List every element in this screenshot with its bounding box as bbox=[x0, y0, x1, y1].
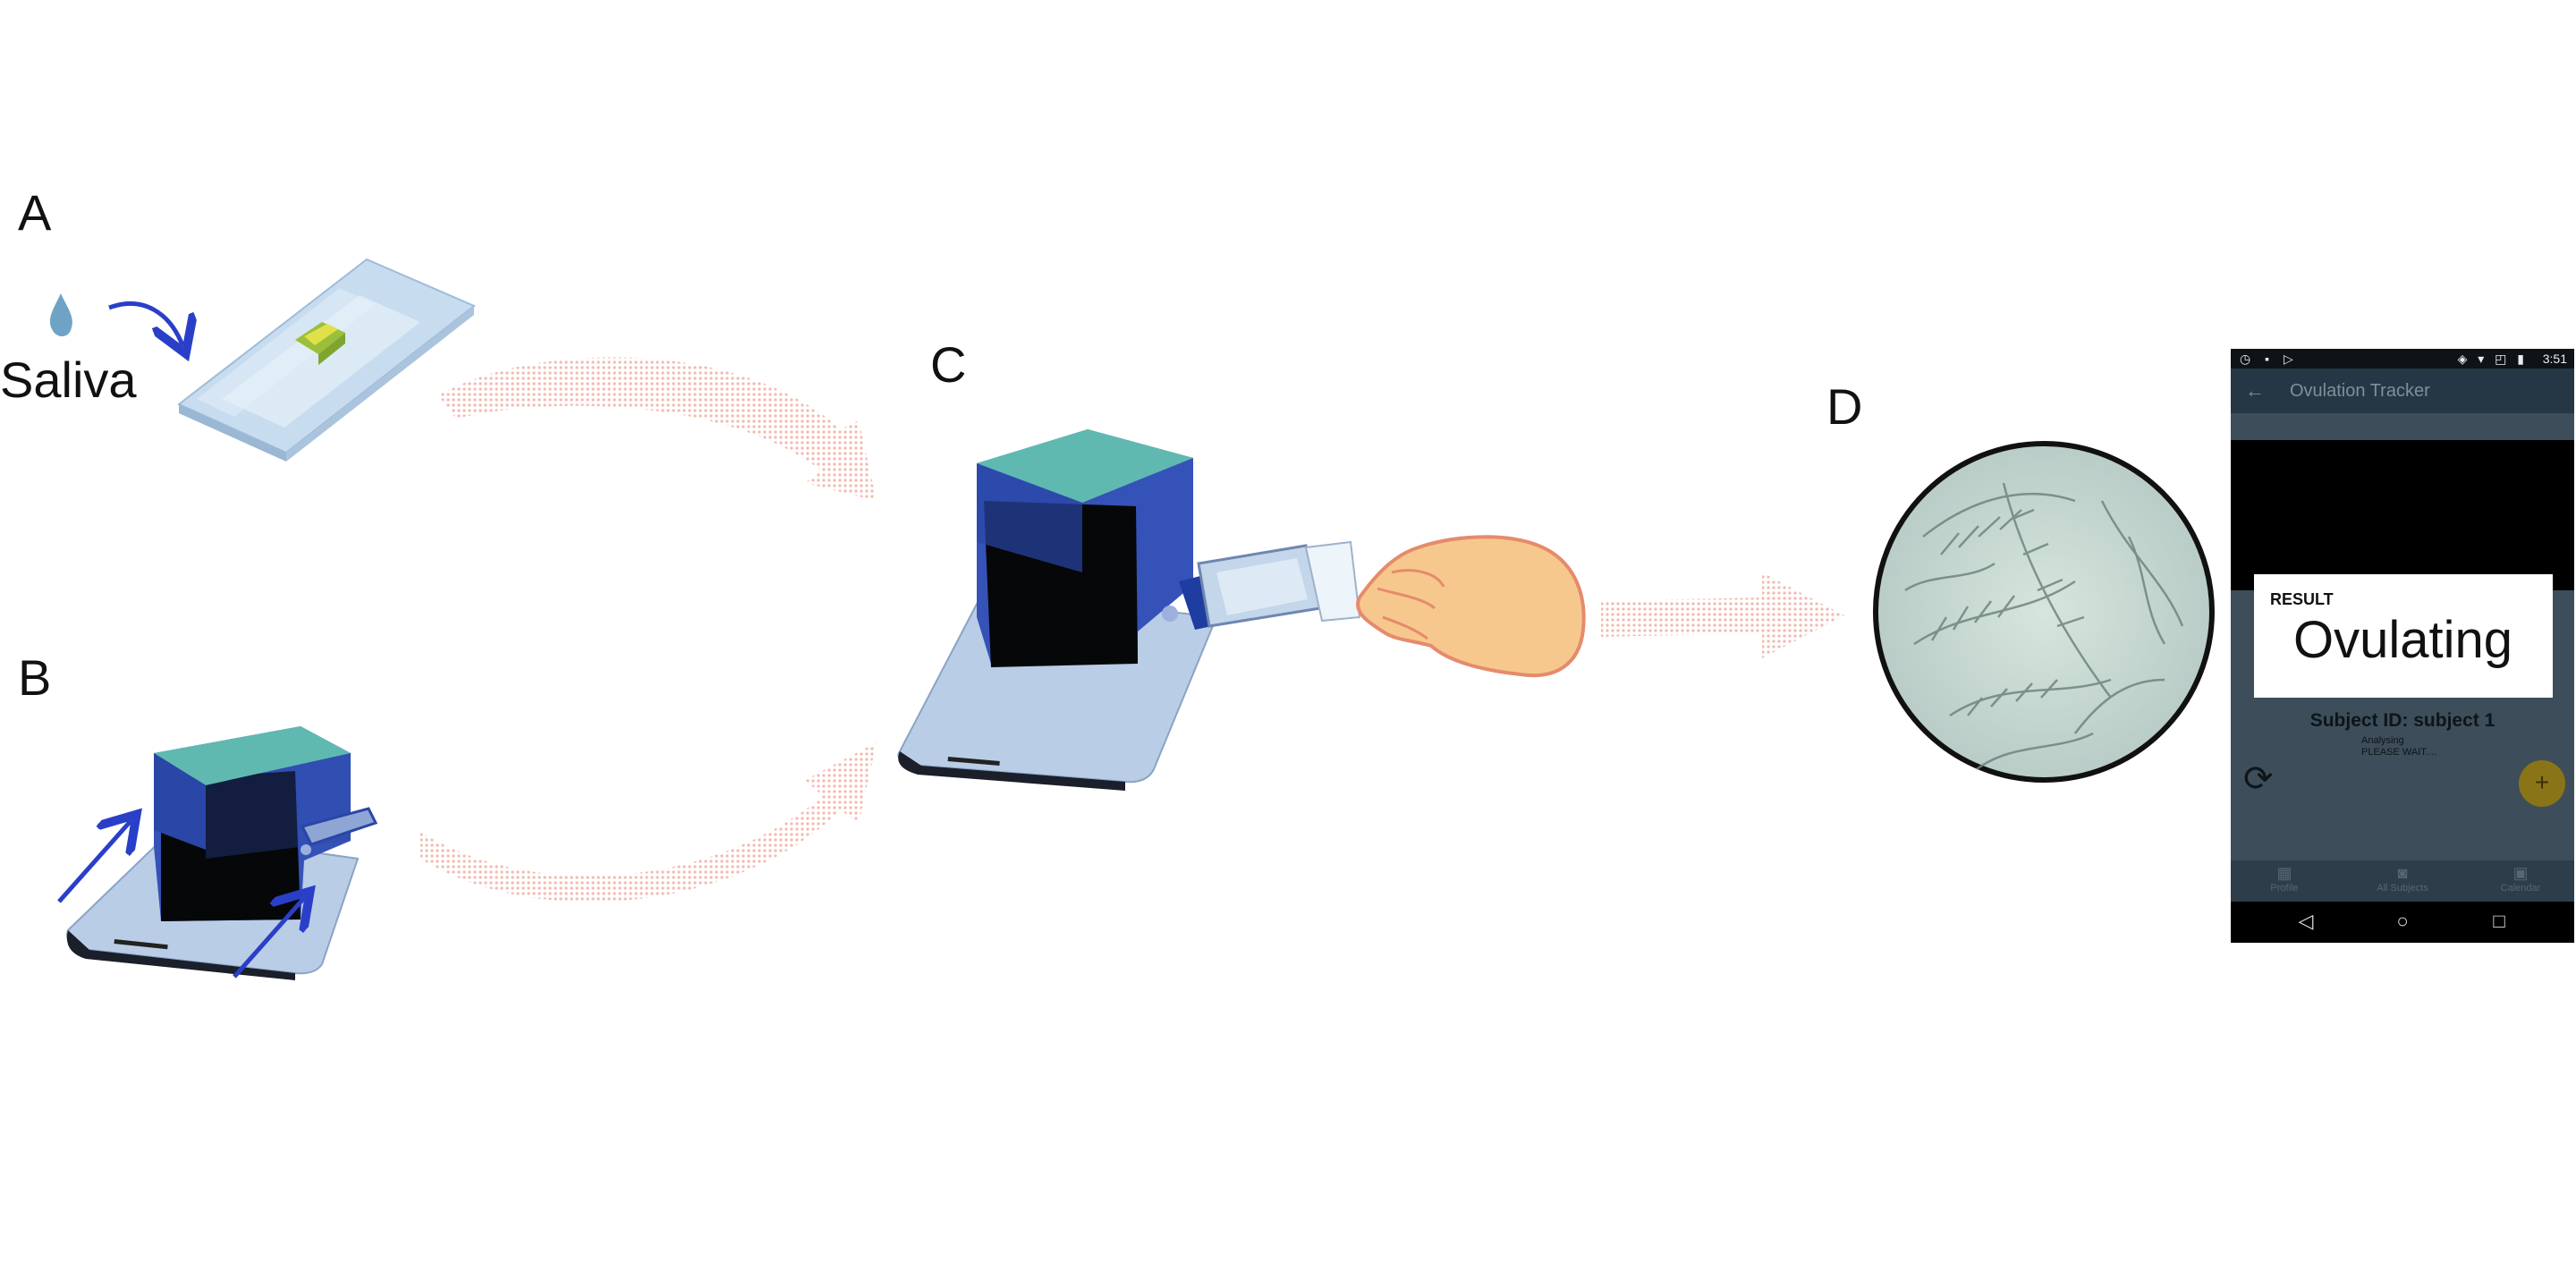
hand-icon bbox=[1356, 535, 1586, 678]
refresh-icon[interactable]: ⟳ bbox=[2243, 759, 2274, 799]
nav-label-profile: Profile bbox=[2270, 883, 2299, 894]
status-bar: ◷ ▪ ▷ ◈ ▾ ◰ ▮ 3:51 bbox=[2231, 349, 2574, 369]
add-fab-button[interactable]: + bbox=[2519, 760, 2565, 807]
subject-id-text: Subject ID: subject 1 bbox=[2309, 710, 2496, 731]
saliva-droplet-icon bbox=[49, 293, 72, 337]
nav-item-subjects[interactable]: ◙ All Subjects bbox=[2367, 864, 2438, 894]
insert-arrow-2 bbox=[233, 898, 304, 979]
result-dialog: RESULT Ovulating bbox=[2254, 574, 2553, 698]
nav-label-subjects: All Subjects bbox=[2377, 883, 2428, 894]
panel-d-label: D bbox=[1826, 378, 1863, 435]
please-wait-text: PLEASE WAIT.... bbox=[2361, 747, 2436, 758]
flow-arrow-c-to-d bbox=[1601, 572, 1844, 658]
panel-b-label: B bbox=[18, 649, 52, 706]
nav-item-calendar[interactable]: ▣ Calendar bbox=[2485, 864, 2556, 894]
result-value: Ovulating bbox=[2293, 611, 2513, 669]
system-nav-bar: ◁ ○ □ bbox=[2231, 902, 2574, 943]
app-title: Ovulation Tracker bbox=[2290, 381, 2430, 401]
saliva-label: Saliva bbox=[0, 352, 137, 408]
fern-pattern-image bbox=[1873, 441, 2215, 783]
system-recent-icon[interactable]: □ bbox=[2493, 910, 2505, 932]
reader-device-c bbox=[897, 429, 1361, 791]
flow-arrow-b-to-c bbox=[420, 742, 877, 902]
panel-a-label: A bbox=[18, 184, 52, 241]
app-bar: ← Ovulation Tracker bbox=[2231, 369, 2574, 413]
reader-device-b bbox=[66, 726, 378, 980]
system-back-icon[interactable]: ◁ bbox=[2298, 910, 2314, 932]
drop-arrow bbox=[108, 301, 182, 345]
bottom-nav: ▦ Profile ◙ All Subjects ▣ Calendar bbox=[2231, 860, 2574, 902]
calendar-icon: ▣ bbox=[2512, 864, 2529, 882]
nav-item-profile[interactable]: ▦ Profile bbox=[2249, 864, 2320, 894]
arrow-back-icon[interactable]: ← bbox=[2245, 379, 2265, 402]
status-icons-right: ◈ ▾ ◰ ▮ bbox=[2457, 352, 2528, 366]
sample-slide bbox=[177, 258, 476, 462]
status-icons-left: ◷ ▪ ▷ bbox=[2240, 352, 2299, 366]
analysing-text: Analysing bbox=[2361, 735, 2404, 746]
system-home-icon[interactable]: ○ bbox=[2396, 910, 2409, 932]
flow-arrow-a-to-c bbox=[438, 357, 877, 501]
insert-arrow-1 bbox=[57, 821, 131, 903]
panel-c-label: C bbox=[930, 336, 967, 393]
camera-icon: ◙ bbox=[2397, 864, 2408, 882]
result-label: RESULT bbox=[2270, 590, 2334, 608]
phone-app-screenshot: ◷ ▪ ▷ ◈ ▾ ◰ ▮ 3:51 ← Ovulation Tracker R… bbox=[2231, 349, 2574, 943]
profile-icon: ▦ bbox=[2276, 864, 2292, 882]
status-time: 3:51 bbox=[2542, 352, 2567, 366]
camera-preview bbox=[2231, 440, 2574, 590]
nav-label-calendar: Calendar bbox=[2500, 883, 2541, 894]
